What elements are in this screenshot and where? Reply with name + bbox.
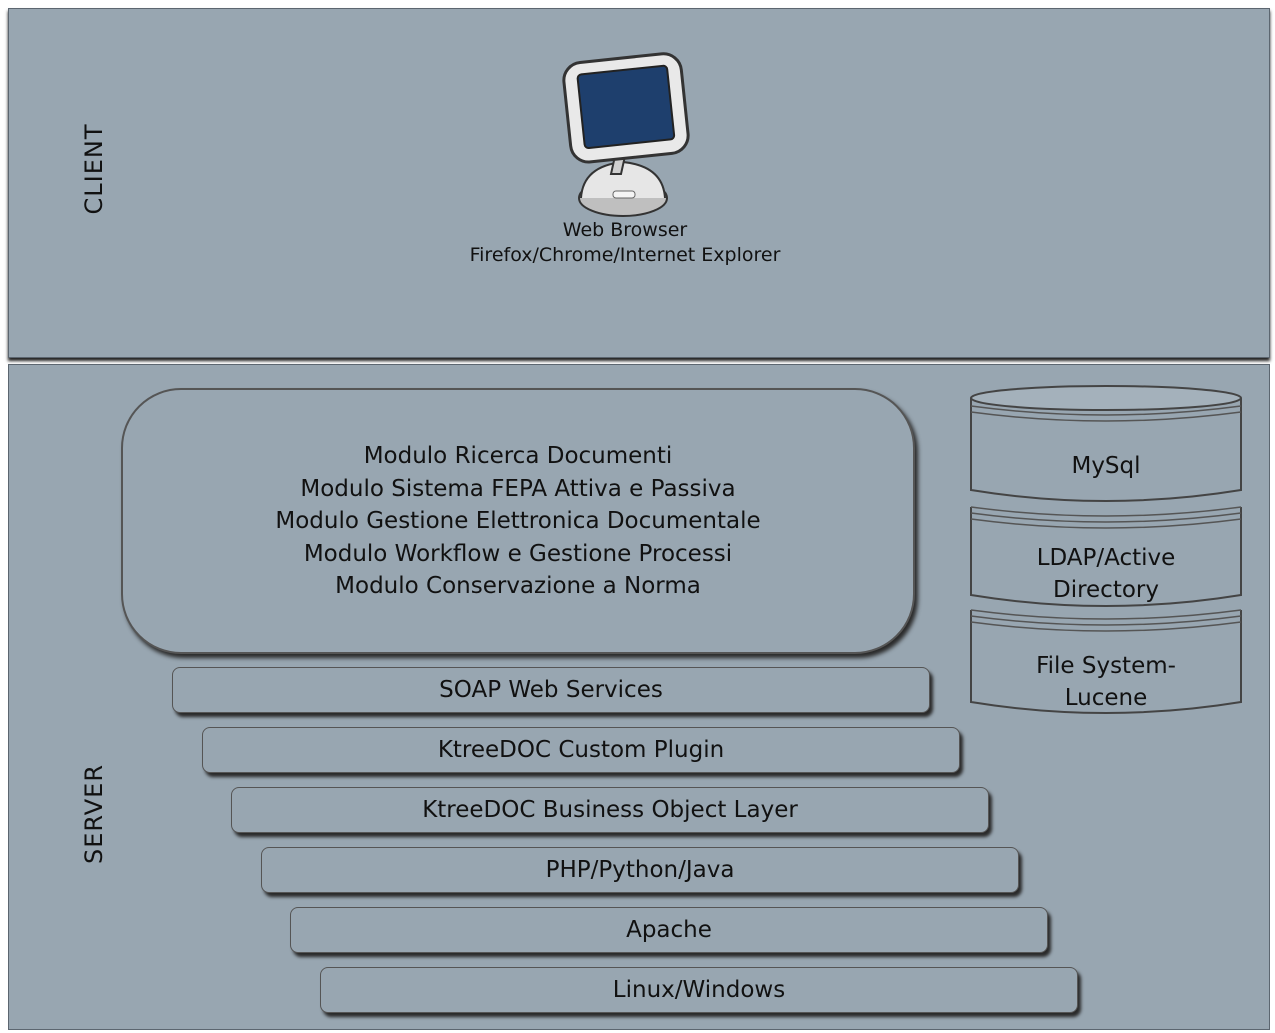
database-label-line2: Directory [1052, 577, 1159, 603]
layer-apache: Apache [290, 907, 1048, 953]
database-label-line2: Lucene [1064, 685, 1148, 711]
module-item: Modulo Sistema FEPA Attiva e Passiva [300, 475, 736, 502]
module-item: Modulo Conservazione a Norma [335, 573, 701, 599]
database-cylinder-icon [970, 609, 1242, 714]
browser-subtitle: Firefox/Chrome/Internet Explorer [469, 244, 781, 266]
computer-monitor-icon [562, 52, 690, 217]
database-cylinder-icon [970, 385, 1242, 502]
database-cylinder-icon [970, 506, 1242, 607]
module-item: Modulo Gestione Elettronica Documentale [275, 508, 761, 534]
database-filesystem: File System- Lucene [969, 598, 1243, 720]
database-ldap: LDAP/Active Directory [969, 495, 1243, 613]
database-mysql: MySql [969, 382, 1243, 507]
client-label: CLIENT [80, 123, 108, 215]
module-item: Modulo Ricerca Documenti [363, 443, 673, 469]
modules-box: Modulo Ricerca Documenti Modulo Sistema … [121, 388, 915, 654]
layer-os: Linux/Windows [320, 967, 1078, 1013]
database-label: File System- [1036, 653, 1176, 679]
layer-soap-web-services: SOAP Web Services [172, 667, 930, 713]
module-item: Modulo Workflow e Gestione Processi [303, 540, 733, 567]
database-label: MySql [1071, 453, 1141, 479]
layer-php-python-java: PHP/Python/Java [261, 847, 1019, 893]
database-label: LDAP/Active [1036, 545, 1176, 571]
web-browser-caption: Web Browser Firefox/Chrome/Internet Expl… [400, 218, 850, 268]
browser-title: Web Browser [562, 219, 688, 241]
layer-business-object: KtreeDOC Business Object Layer [231, 787, 989, 833]
layer-custom-plugin: KtreeDOC Custom Plugin [202, 727, 960, 773]
server-label: SERVER [80, 763, 108, 865]
